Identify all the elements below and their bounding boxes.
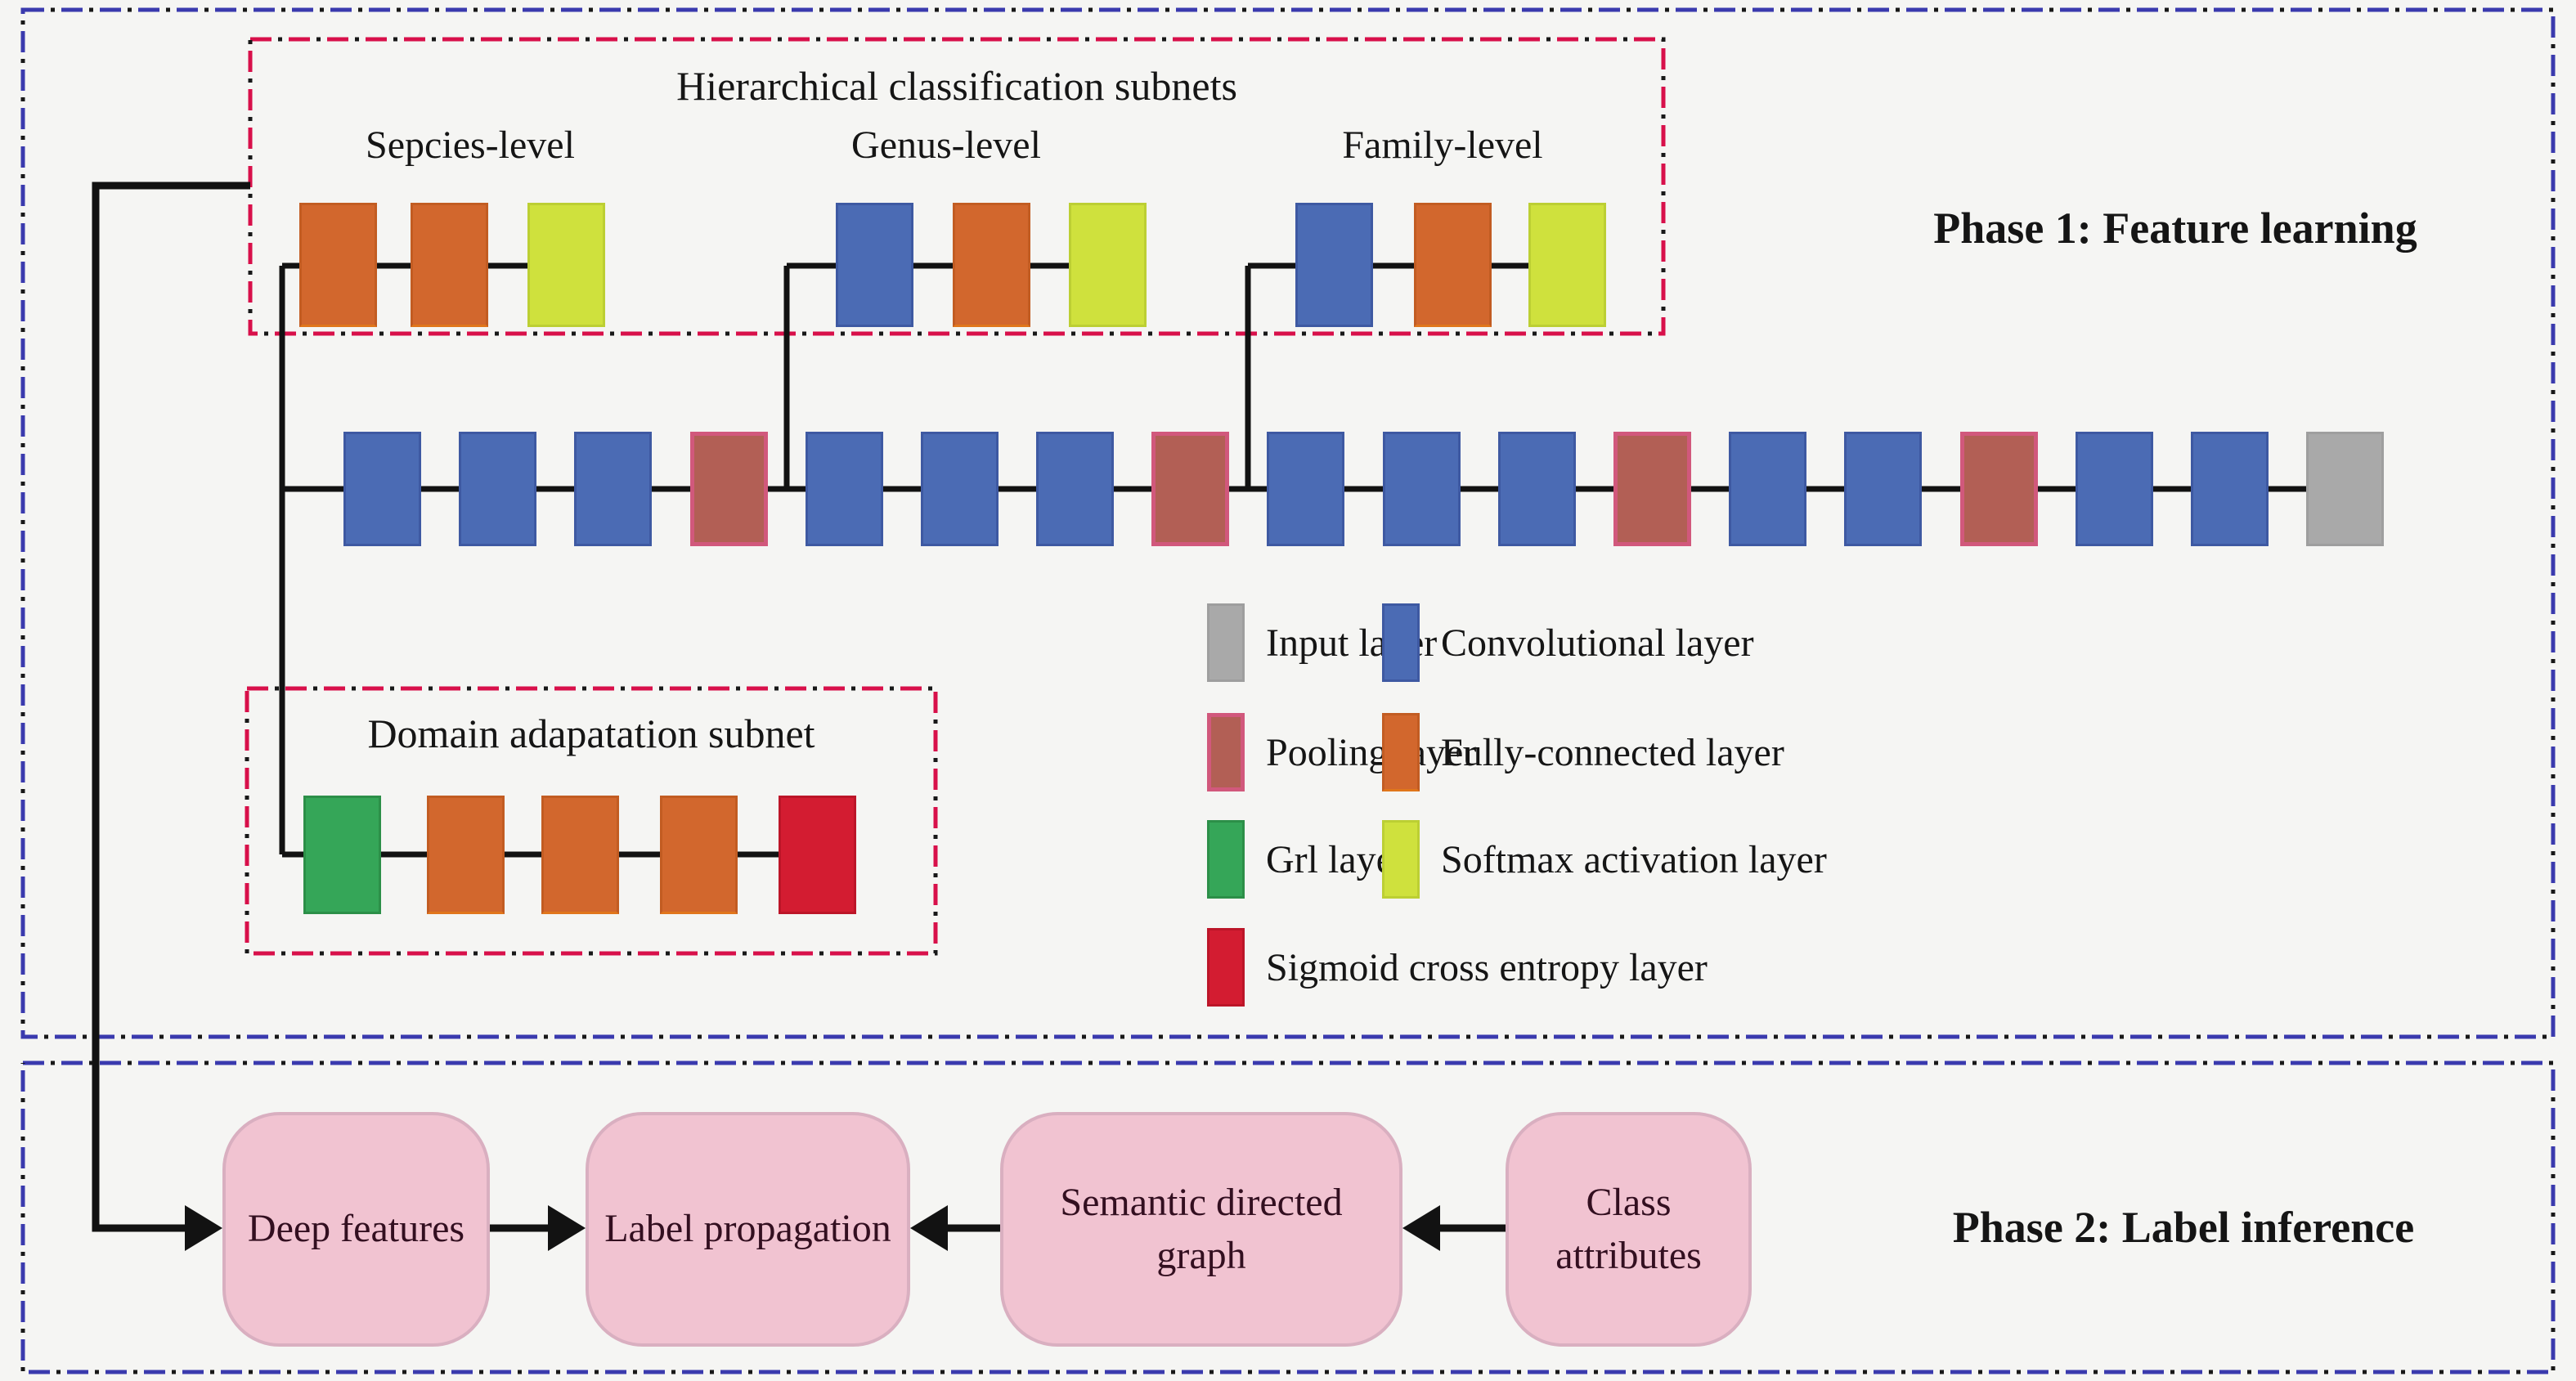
legend-label: Sigmoid cross entropy layer [1266, 945, 1708, 989]
backbone-conv-layer-block [2076, 432, 2153, 546]
backbone-conv-layer-block [1498, 432, 1576, 546]
backbone-pool-layer-block [690, 432, 768, 546]
domain-subnet-title: Domain adapatation subnet [367, 711, 815, 756]
legend-item-grl: Grl layer [1207, 820, 1407, 899]
backbone-conv-layer-block [806, 432, 883, 546]
domain-fc-layer-block [541, 796, 619, 914]
arrow-left-icon [910, 1205, 948, 1251]
semantic-directed-graph-label: Semantic directed graph [1060, 1180, 1343, 1277]
family-softmax-layer-block [1528, 203, 1606, 327]
legend-item-softmax: Softmax activation layer [1382, 820, 1827, 899]
backbone-pool-layer-block [1960, 432, 2038, 546]
legend-item-pool: Pooling layer [1207, 713, 1476, 791]
legend-swatch-sigmoid [1207, 928, 1245, 1007]
hierarchical-subnets-box-dots [248, 37, 1666, 336]
domain-fc-layer-block [427, 796, 505, 914]
phase1-region-border [20, 7, 2556, 1039]
domain-sigmoid-layer-block [779, 796, 856, 914]
species-fc-layer-block [299, 203, 377, 327]
legend-item-fc: Fully-connected layer [1382, 713, 1784, 791]
genus-subnet-label: Genus-level [851, 123, 1041, 167]
hierarchical-subnets-title: Hierarchical classification subnets [676, 63, 1237, 109]
backbone-conv-layer-block [574, 432, 652, 546]
species-fc-layer-block [411, 203, 488, 327]
species-softmax-layer-block [527, 203, 605, 327]
deep-features-label: Deep features [247, 1207, 465, 1251]
phase1-region-border-dots [20, 7, 2556, 1039]
semantic-directed-graph-node: Semantic directed graph [1000, 1112, 1402, 1347]
genus-fc-layer-block [953, 203, 1030, 327]
backbone-conv-layer-block [1729, 432, 1806, 546]
arrow-right-icon [548, 1205, 586, 1251]
backbone-conv-layer-block [2191, 432, 2269, 546]
domain-subnet-box [245, 686, 938, 956]
label-propagation-node: Label propagation [586, 1112, 910, 1347]
backbone-conv-layer-block [1383, 432, 1461, 546]
phase1-label: Phase 1: Feature learning [1933, 204, 2417, 253]
legend-swatch-softmax [1382, 820, 1420, 899]
legend-label: Fully-connected layer [1441, 730, 1784, 774]
backbone-pool-layer-block [1151, 432, 1229, 546]
family-fc-layer-block [1414, 203, 1492, 327]
legend-label: Softmax activation layer [1441, 837, 1827, 881]
phase2-label: Phase 2: Label inference [1952, 1203, 2415, 1252]
domain-fc-layer-block [660, 796, 738, 914]
backbone-pool-layer-block [1613, 432, 1691, 546]
legend-item-sigmoid: Sigmoid cross entropy layer [1207, 928, 1708, 1007]
deep-features-node: Deep features [222, 1112, 490, 1347]
arrow-right-icon [185, 1205, 222, 1251]
species-subnet-label: Sepcies-level [366, 123, 575, 167]
legend-swatch-pool [1207, 713, 1245, 791]
domain-subnet-box-dots [245, 686, 938, 956]
backbone-conv-layer-block [459, 432, 536, 546]
arrow-left-icon [1402, 1205, 1440, 1251]
backbone-input-layer-block [2306, 432, 2384, 546]
backbone-conv-layer-block [343, 432, 421, 546]
legend-swatch-grl [1207, 820, 1245, 899]
genus-softmax-layer-block [1069, 203, 1147, 327]
label-propagation-label: Label propagation [604, 1207, 891, 1251]
legend-swatch-conv [1382, 603, 1420, 682]
family-conv-layer-block [1295, 203, 1373, 327]
backbone-conv-layer-block [1036, 432, 1114, 546]
backbone-conv-layer-block [1267, 432, 1344, 546]
legend-item-conv: Convolutional layer [1382, 603, 1754, 682]
class-attributes-node: Class attributes [1506, 1112, 1752, 1347]
legend-label: Convolutional layer [1441, 621, 1754, 665]
backbone-conv-layer-block [921, 432, 999, 546]
legend-swatch-fc [1382, 713, 1420, 791]
legend-swatch-input [1207, 603, 1245, 682]
backbone-conv-layer-block [1844, 432, 1922, 546]
deep-feature-line [92, 182, 250, 1232]
family-subnet-label: Family-level [1342, 123, 1543, 167]
legend-label: Pooling layer [1266, 730, 1477, 774]
genus-conv-layer-block [836, 203, 913, 327]
class-attributes-label: Class attributes [1555, 1180, 1702, 1277]
phase2-region-border-dots [20, 1060, 2556, 1374]
domain-grl-layer-block [303, 796, 381, 914]
